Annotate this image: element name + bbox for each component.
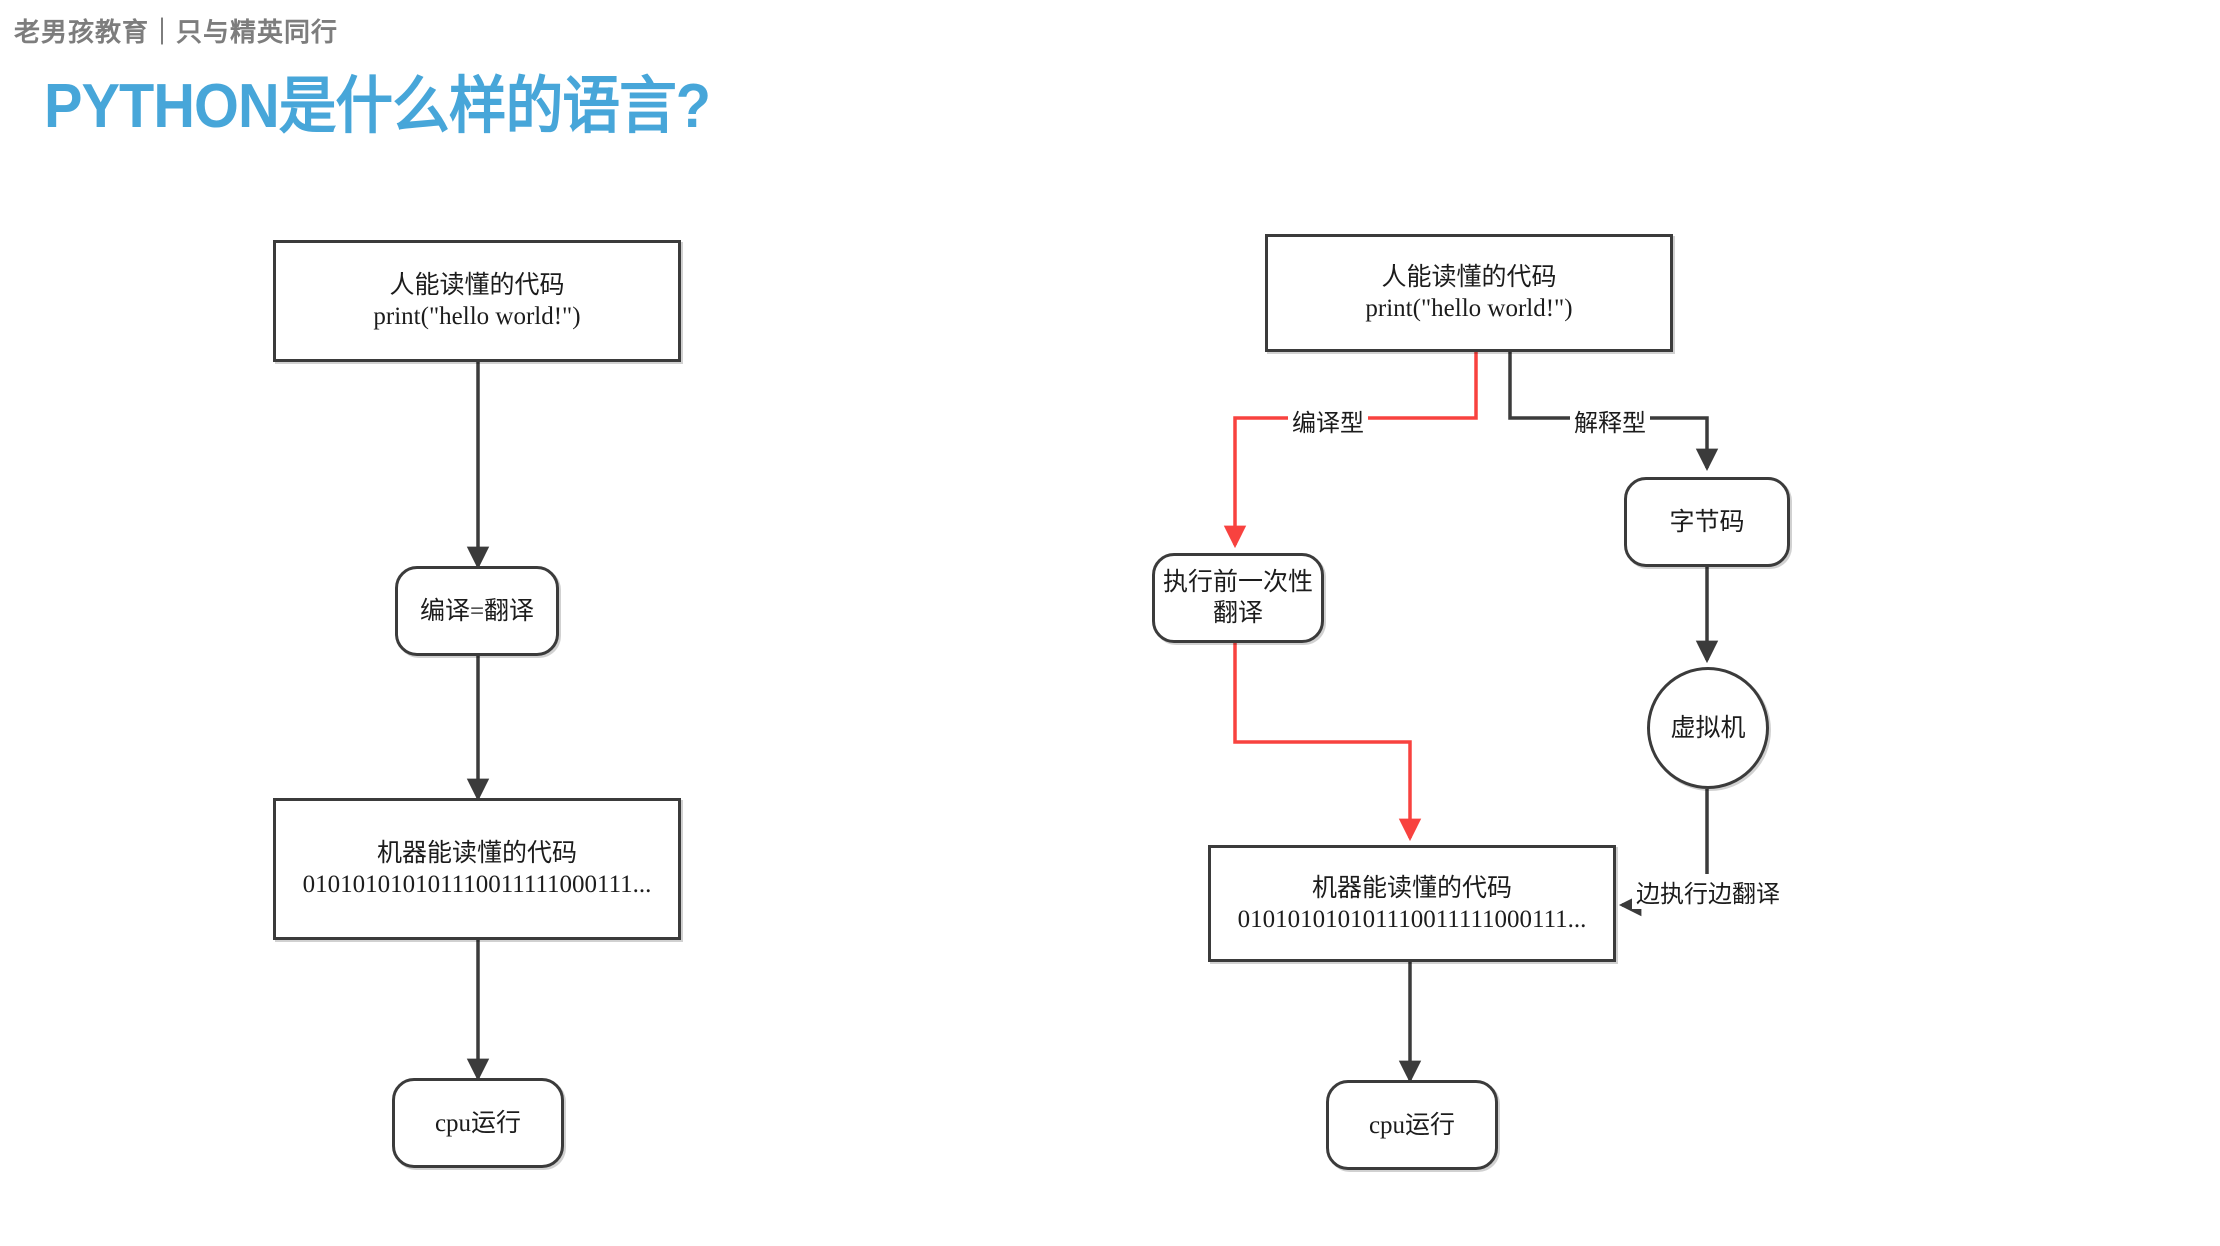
node-right-precompile-line2: 翻译 <box>1212 600 1263 627</box>
right-flow-connectors <box>1223 352 1719 1084</box>
node-left-source-line2: print("hello world!") <box>373 303 581 330</box>
edge-compiled-branch <box>1223 352 1478 549</box>
node-right-virtual-machine[interactable]: 虚拟机 <box>1647 667 1769 789</box>
node-left-compile-label: 编译=翻译 <box>419 597 535 625</box>
node-right-machine-line2: 010101010101110011111000111... <box>1237 905 1587 933</box>
node-left-cpu-label: cpu运行 <box>434 1109 522 1137</box>
node-right-source-line2: print("hello world!") <box>1365 295 1573 322</box>
node-left-source-line1: 人能读懂的代码 <box>389 272 565 299</box>
node-right-cpu-label: cpu运行 <box>1368 1111 1456 1139</box>
node-right-bytecode[interactable]: 字节码 <box>1624 477 1790 567</box>
page-title: PYTHON是什么样的语言? <box>44 72 711 141</box>
brand-tagline: 老男孩教育｜只与精英同行 <box>14 17 339 47</box>
node-right-machine-code[interactable]: 机器能读懂的代码 010101010101110011111000111... <box>1208 845 1616 962</box>
node-left-cpu[interactable]: cpu运行 <box>392 1078 564 1168</box>
node-left-machine-code[interactable]: 机器能读懂的代码 010101010101110011111000111... <box>273 798 681 940</box>
node-right-source[interactable]: 人能读懂的代码 print("hello world!") <box>1265 234 1673 352</box>
node-left-machine-line1: 机器能读懂的代码 <box>376 840 577 867</box>
node-right-source-line1: 人能读懂的代码 <box>1381 264 1557 291</box>
node-right-cpu[interactable]: cpu运行 <box>1326 1080 1498 1170</box>
node-right-precompile[interactable]: 执行前一次性 翻译 <box>1152 553 1324 643</box>
node-right-bytecode-label: 字节码 <box>1669 508 1745 536</box>
node-left-source[interactable]: 人能读懂的代码 print("hello world!") <box>273 240 681 362</box>
node-left-machine-line2: 010101010101110011111000111... <box>302 871 652 898</box>
edge-precompile-to-machine <box>1233 643 1422 842</box>
node-left-compile[interactable]: 编译=翻译 <box>395 566 559 656</box>
edge-label-compiled: 编译型 <box>1288 403 1368 438</box>
edge-label-jit: 边执行边翻译 <box>1632 874 1784 909</box>
node-right-precompile-line1: 执行前一次性 <box>1162 569 1313 596</box>
edge-label-interpreted: 解释型 <box>1570 403 1650 438</box>
node-right-machine-line1: 机器能读懂的代码 <box>1311 874 1512 902</box>
node-right-vm-label: 虚拟机 <box>1670 714 1746 742</box>
